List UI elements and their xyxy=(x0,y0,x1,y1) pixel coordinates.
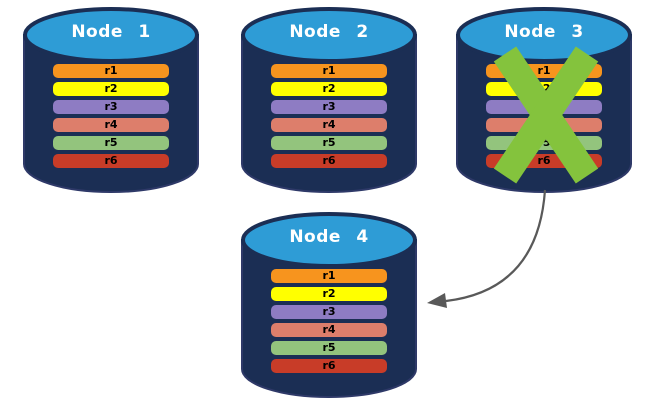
replica-row: r1 xyxy=(271,64,387,78)
replica-row: r6 xyxy=(53,154,169,168)
replica-row: r3 xyxy=(271,100,387,114)
node-4: Node 4 r1 r2 r3 r4 r5 r6 xyxy=(240,211,418,399)
replica-row: r6 xyxy=(271,359,387,373)
node-3: Node 3 r1 r2 r3 r4 r5 r6 xyxy=(455,6,633,194)
replica-list: r1 r2 r3 r4 r5 r6 xyxy=(271,64,387,172)
replica-list: r1 r2 r3 r4 r5 r6 xyxy=(271,269,387,377)
failover-arrow-icon xyxy=(427,189,547,308)
replica-row: r6 xyxy=(271,154,387,168)
node-title: Node 3 xyxy=(504,22,584,42)
replica-row: r5 xyxy=(271,136,387,150)
node-title: Node 1 xyxy=(71,22,151,42)
replica-list: r1 r2 r3 r4 r5 r6 xyxy=(53,64,169,172)
replica-row: r5 xyxy=(53,136,169,150)
replica-row: r4 xyxy=(271,323,387,337)
replica-row: r4 xyxy=(53,118,169,132)
replica-row: r4 xyxy=(271,118,387,132)
replica-row: r5 xyxy=(271,341,387,355)
replica-row: r1 xyxy=(53,64,169,78)
replica-row: r2 xyxy=(271,82,387,96)
replica-row: r2 xyxy=(53,82,169,96)
failure-x-icon xyxy=(493,46,599,184)
node-title: Node 4 xyxy=(289,227,369,247)
replica-row: r3 xyxy=(53,100,169,114)
node-title: Node 2 xyxy=(289,22,369,42)
replica-row: r1 xyxy=(271,269,387,283)
replica-row: r3 xyxy=(271,305,387,319)
replica-row: r2 xyxy=(271,287,387,301)
node-2: Node 2 r1 r2 r3 r4 r5 r6 xyxy=(240,6,418,194)
node-1: Node 1 r1 r2 r3 r4 r5 r6 xyxy=(22,6,200,194)
